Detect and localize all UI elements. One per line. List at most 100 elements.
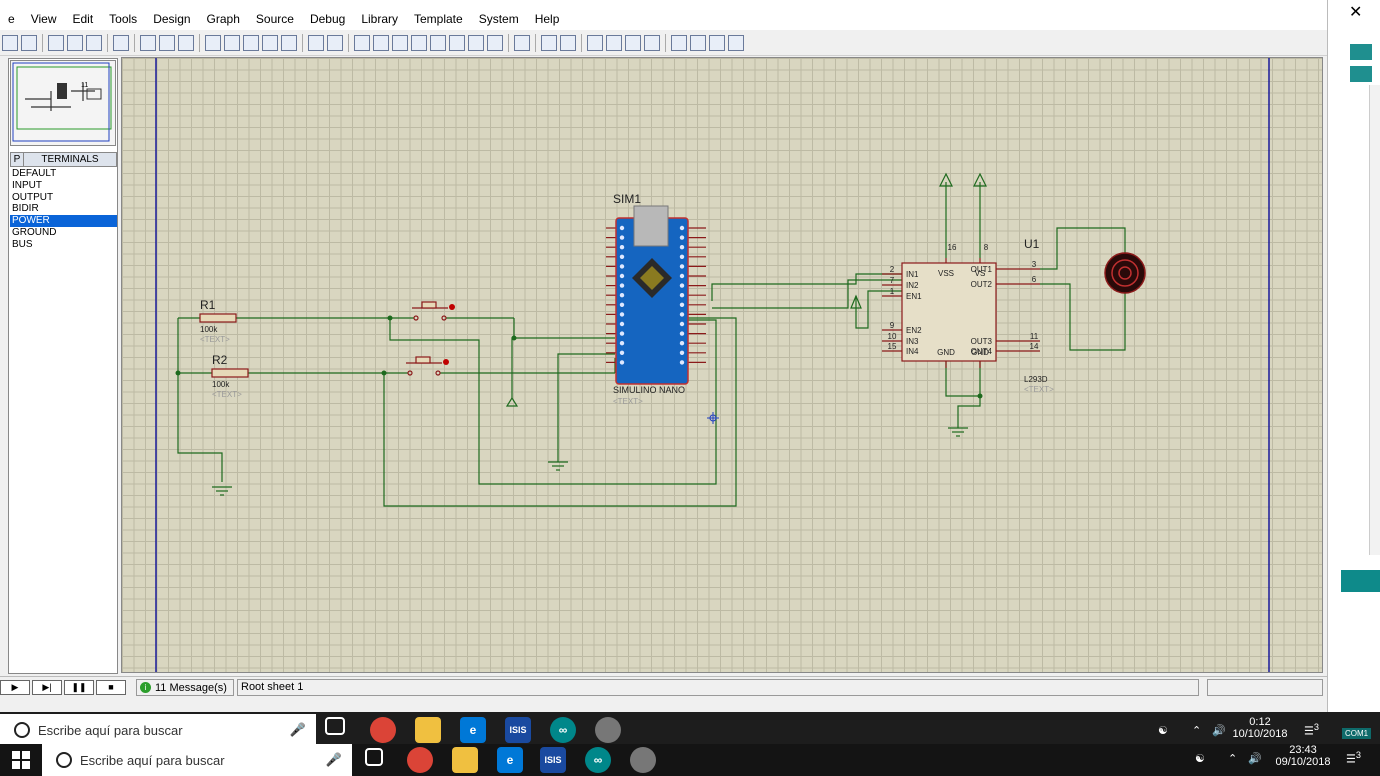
save-icon[interactable] [21, 35, 37, 51]
clock-bottom[interactable]: 23:43 09/10/2018 [1268, 744, 1338, 768]
messages-panel[interactable]: i 11 Message(s) [136, 679, 234, 696]
dc-motor[interactable] [1105, 253, 1145, 293]
grid-icon[interactable] [159, 35, 175, 51]
netlist-icon[interactable] [587, 35, 603, 51]
search-box-top[interactable]: Escribe aquí para buscar 🎤 [0, 714, 316, 746]
undo-icon[interactable] [308, 35, 324, 51]
play-button[interactable]: ▶ [0, 680, 30, 695]
library-icon[interactable] [606, 35, 622, 51]
isis-icon-bottom[interactable]: ISIS [540, 747, 566, 773]
zoom-area-icon[interactable] [281, 35, 297, 51]
search-icon[interactable] [541, 35, 557, 51]
tray-chevron-icon-bottom[interactable]: ⌃ [1228, 752, 1237, 765]
menu-graph[interactable]: Graph [199, 12, 248, 26]
step-button[interactable]: ▶| [32, 680, 62, 695]
block-copy-icon[interactable] [411, 35, 427, 51]
people-icon[interactable]: ☯ [1158, 724, 1168, 737]
stop-button[interactable]: ■ [96, 680, 126, 695]
paste-icon[interactable] [392, 35, 408, 51]
terminal-item-input[interactable]: INPUT [10, 180, 117, 192]
terminal-item-default[interactable]: DEFAULT [10, 168, 117, 180]
property-icon[interactable] [560, 35, 576, 51]
block-move-icon[interactable] [430, 35, 446, 51]
import-icon[interactable] [48, 35, 64, 51]
people-icon-bottom[interactable]: ☯ [1195, 752, 1205, 765]
zoom-out-icon[interactable] [243, 35, 259, 51]
pause-button[interactable]: ❚❚ [64, 680, 94, 695]
paint-icon-bottom[interactable] [630, 747, 656, 773]
simulino-nano-board[interactable] [606, 206, 706, 384]
close-icon[interactable]: ✕ [1349, 2, 1362, 22]
chrome-icon-bottom[interactable] [407, 747, 433, 773]
terminal-item-bidir[interactable]: BIDIR [10, 203, 117, 215]
tray-chevron-icon[interactable]: ⌃ [1192, 724, 1201, 737]
resistor-r1[interactable] [200, 314, 236, 322]
menu-view[interactable]: View [23, 12, 65, 26]
menu-help[interactable]: Help [527, 12, 568, 26]
l293d-ic[interactable]: 2IN17IN21EN19EN210IN315IN416VSS8VS3OUT16… [882, 243, 1040, 368]
menu-library[interactable]: Library [353, 12, 406, 26]
arduino-icon-bottom[interactable]: ∞ [585, 747, 611, 773]
print-icon[interactable] [86, 35, 102, 51]
clock-top[interactable]: 0:12 10/10/2018 [1230, 716, 1290, 740]
open-icon[interactable] [2, 35, 18, 51]
notifications-top[interactable]: ☰3 [1304, 722, 1319, 738]
menu-edit[interactable]: Edit [64, 12, 101, 26]
menu-design[interactable]: Design [145, 12, 198, 26]
bill-of-materials-icon[interactable] [709, 35, 725, 51]
notifications-bottom[interactable]: ☰3 [1346, 750, 1361, 766]
wire-autorouter-icon[interactable] [514, 35, 530, 51]
make-device-icon[interactable] [625, 35, 641, 51]
dropdown-button[interactable] [1350, 66, 1372, 82]
overview-window[interactable]: 11 [10, 60, 116, 146]
origin-icon[interactable] [178, 35, 194, 51]
volume-icon-bottom[interactable]: 🔊 [1248, 752, 1262, 765]
pick-icon[interactable] [487, 35, 503, 51]
terminal-item-power[interactable]: POWER [10, 215, 117, 227]
menu-system[interactable]: System [471, 12, 527, 26]
volume-icon[interactable]: 🔊 [1212, 724, 1226, 737]
panel-toggle-button[interactable] [1350, 44, 1372, 60]
cut-icon[interactable] [354, 35, 370, 51]
search-box-bottom[interactable]: Escribe aquí para buscar 🎤 [42, 744, 352, 776]
decompose-icon[interactable] [671, 35, 687, 51]
resistor-r2[interactable] [212, 369, 248, 377]
menu-debug[interactable]: Debug [302, 12, 353, 26]
paint-icon[interactable] [595, 717, 621, 743]
menu-source[interactable]: Source [248, 12, 302, 26]
zoom-in-icon[interactable] [224, 35, 240, 51]
file-explorer-icon[interactable] [415, 717, 441, 743]
redo-icon[interactable] [327, 35, 343, 51]
pan-icon[interactable] [205, 35, 221, 51]
chrome-icon[interactable] [370, 717, 396, 743]
export-icon[interactable] [67, 35, 83, 51]
refresh-icon[interactable] [140, 35, 156, 51]
copy-icon[interactable] [373, 35, 389, 51]
file-explorer-icon-bottom[interactable] [452, 747, 478, 773]
menu-template[interactable]: Template [406, 12, 471, 26]
electrical-check-icon[interactable] [690, 35, 706, 51]
task-view-icon[interactable] [325, 717, 345, 735]
scrollbar[interactable] [1369, 85, 1380, 555]
schematic-canvas[interactable]: R1 100k <TEXT> R2 100k <TEXT> SIM1 S [121, 57, 1323, 673]
terminal-item-ground[interactable]: GROUND [10, 227, 117, 239]
edge-icon[interactable]: e [460, 717, 486, 743]
push-button-1[interactable] [412, 302, 455, 320]
terminal-item-bus[interactable]: BUS [10, 239, 117, 251]
ares-icon[interactable] [728, 35, 744, 51]
isis-icon[interactable]: ISIS [505, 717, 531, 743]
area-icon[interactable] [113, 35, 129, 51]
windows-start-icon[interactable] [12, 751, 30, 769]
edge-icon-bottom[interactable]: e [497, 747, 523, 773]
arduino-icon[interactable]: ∞ [550, 717, 576, 743]
push-button-2[interactable] [406, 357, 449, 375]
menu-file[interactable]: e [0, 12, 23, 26]
block-rotate-icon[interactable] [449, 35, 465, 51]
task-view-icon-bottom[interactable] [365, 748, 383, 766]
pick-devices-button[interactable]: P [11, 153, 24, 166]
package-tool-icon[interactable] [644, 35, 660, 51]
menu-tools[interactable]: Tools [101, 12, 145, 26]
zoom-all-icon[interactable] [262, 35, 278, 51]
terminal-item-output[interactable]: OUTPUT [10, 192, 117, 204]
block-delete-icon[interactable] [468, 35, 484, 51]
